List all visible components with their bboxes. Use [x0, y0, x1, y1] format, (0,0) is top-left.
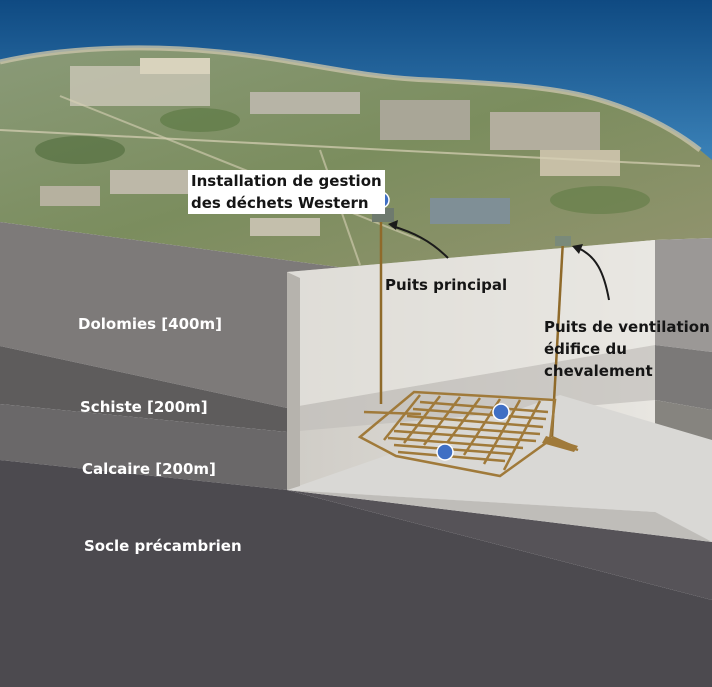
- facility-label: Installation de gestion des déchets West…: [188, 170, 385, 214]
- vent-shaft-label-line2: édifice du: [544, 340, 627, 358]
- layer-label-calcaire: Calcaire [200m]: [82, 460, 216, 478]
- right-dolomies-face: [655, 238, 712, 352]
- layer-schiste: [0, 346, 287, 432]
- vent-shaft-label-line1: Puits de ventilation: [544, 318, 710, 336]
- repository-ramp: [542, 436, 578, 452]
- layer-socle-right: [287, 490, 712, 600]
- arrow-head-main: [388, 220, 398, 230]
- facility-label-line1: Installation de gestion: [191, 172, 382, 190]
- layer-socle: [0, 460, 712, 687]
- arrow-to-main-shaft: [391, 225, 449, 259]
- arrow-head-vent: [572, 244, 583, 254]
- main-shaft-label: Puits principal: [385, 276, 508, 294]
- layer-calcaire: [0, 404, 287, 490]
- cavity-band-schiste: [287, 345, 655, 432]
- layer-label-schiste: Schiste [200m]: [80, 398, 208, 416]
- shoreline: [0, 45, 702, 152]
- vent-shaft-label: Puits de ventilation édifice du chevalem…: [544, 316, 710, 382]
- vent-shaft-label-line3: chevalement: [544, 362, 653, 380]
- facility-label-line2: des déchets Western: [191, 194, 369, 212]
- cavity-band-dolomies: [287, 240, 655, 408]
- arrow-to-vent-shaft: [577, 247, 610, 301]
- industrial-site: [0, 58, 701, 266]
- layer-label-socle: Socle précambrien: [84, 537, 242, 555]
- marker-panel-a: [492, 403, 510, 421]
- vent-headframe: [555, 236, 571, 246]
- layer-dolomies: [0, 222, 360, 408]
- cavity-floor: [287, 395, 712, 542]
- layer-label-dolomies: Dolomies [400m]: [78, 315, 222, 333]
- cavity-left-wall: [287, 272, 300, 490]
- marker-panel-b: [436, 443, 454, 461]
- right-schiste-face: [655, 345, 712, 410]
- cavity-floor-front: [287, 490, 712, 542]
